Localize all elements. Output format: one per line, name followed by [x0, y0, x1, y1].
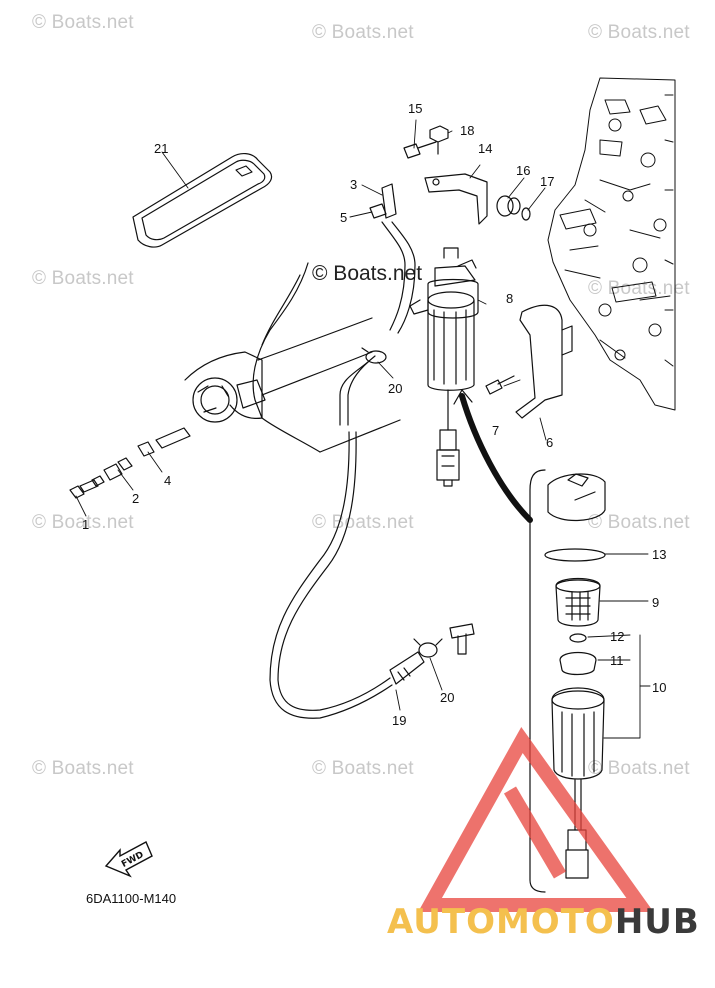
part-label-12: 12: [610, 629, 625, 644]
part-label-15: 15: [408, 101, 423, 116]
watermark: © Boats.net: [588, 512, 690, 533]
bracket-6: [515, 304, 573, 419]
part-label-5: 5: [340, 210, 348, 225]
filter-head: [547, 473, 606, 522]
part-label-14: 14: [478, 141, 493, 156]
nut-4: [137, 427, 191, 457]
part-label-13: 13: [652, 547, 667, 562]
bolt-18: [429, 125, 449, 155]
gasket-21: [132, 153, 273, 248]
bolt-7: [485, 375, 515, 395]
part-label-4: 4: [164, 473, 172, 488]
fwd-arrow-icon: [104, 841, 153, 878]
grommet-16: [496, 195, 521, 217]
part-label-9: 9: [652, 595, 660, 610]
part-label-7: 7: [492, 423, 500, 438]
collar-17: [521, 207, 531, 221]
element-9: [555, 577, 601, 627]
automotohub-triangle-logo: [418, 726, 654, 912]
watermark: © Boats.net: [588, 22, 690, 43]
watermark: © Boats.net: [312, 22, 414, 43]
fitting-1: [69, 479, 99, 499]
fuel-filter-8: [409, 247, 479, 487]
watermark: © Boats.net: [32, 758, 134, 779]
clip-20-lower: [413, 638, 443, 658]
o-ring-13: [544, 548, 606, 562]
part-label-3: 3: [350, 177, 358, 192]
watermark: © Boats.net: [312, 758, 414, 779]
watermark-center: © Boats.net: [312, 262, 423, 285]
engine-block: [547, 77, 676, 411]
part-label-2: 2: [132, 491, 140, 506]
part-label-1: 1: [82, 517, 90, 532]
part-label-10: 10: [652, 680, 667, 695]
leader-lines: [75, 119, 651, 739]
detail-bracket: [529, 469, 546, 893]
fitting-2: [91, 457, 133, 487]
part-label-8: 8: [506, 291, 514, 306]
part-label-11: 11: [610, 653, 624, 668]
fuel-hose-19: [269, 431, 425, 719]
t-joint: [449, 623, 475, 655]
watermark: © Boats.net: [32, 12, 134, 33]
cap-11: [559, 651, 597, 676]
detail-arrow: [453, 389, 533, 523]
brand-wordmark: AUTOMOTOHUB: [387, 902, 700, 942]
bolt-15: [403, 141, 437, 159]
part-label-20-upper: 20: [388, 381, 403, 396]
brand-part2: HUB: [614, 902, 700, 942]
part-label-20-lower: 20: [440, 690, 455, 705]
clip-5: [369, 203, 387, 219]
fuel-hose-upper: [339, 221, 416, 426]
watermark: © Boats.net: [32, 512, 134, 533]
intake-bracket: [184, 262, 401, 453]
part-label-17: 17: [540, 174, 555, 189]
watermark: © Boats.net: [588, 758, 690, 779]
diagram-code: 6DA1100-M140: [86, 891, 177, 906]
watermark: © Boats.net: [32, 268, 134, 289]
part-label-16: 16: [516, 163, 531, 178]
part-label-21: 21: [154, 141, 169, 156]
part-label-18: 18: [460, 123, 475, 138]
clip-20-upper: [361, 347, 387, 364]
brand-part1: AUTOMOTO: [387, 902, 615, 942]
part-label-19: 19: [392, 713, 407, 728]
part-label-6: 6: [546, 435, 554, 450]
joint-3: [381, 183, 397, 219]
bracket-14: [424, 173, 488, 225]
ring-12: [569, 633, 587, 643]
